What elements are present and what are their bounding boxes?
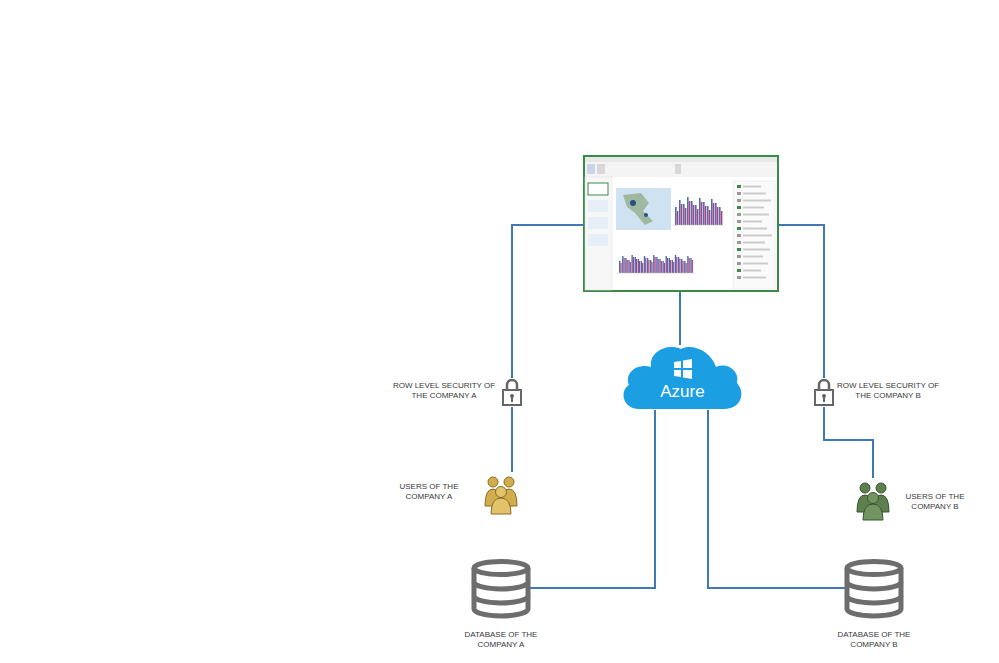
connector-line xyxy=(529,410,655,588)
page-thumb xyxy=(588,217,608,229)
bar-chart xyxy=(673,197,723,225)
diagram-node: Azure xyxy=(619,343,746,413)
connector-line xyxy=(708,410,846,588)
users-icon xyxy=(485,477,517,514)
diagram-node xyxy=(583,155,779,292)
windows-logo xyxy=(674,359,692,379)
node-label: DATABASE OF THE COMPANY A xyxy=(449,630,553,650)
page-pane xyxy=(585,177,612,290)
connector-line xyxy=(779,225,824,378)
fields-pane xyxy=(733,181,775,289)
diagram-node: DATABASE OF THE COMPANY A xyxy=(471,559,531,619)
report-screenshot xyxy=(584,156,778,291)
node-label: USERS OF THE COMPANY B xyxy=(897,492,973,512)
map-land xyxy=(623,193,653,225)
node-label: ROW LEVEL SECURITY OF THE COMPANY B xyxy=(836,381,940,401)
ribbon-icon xyxy=(587,164,595,174)
map-bubble xyxy=(630,200,636,206)
connector-line xyxy=(679,292,681,345)
diagram-node: ROW LEVEL SECURITY OF THE COMPANY B xyxy=(813,378,835,407)
map-bubble xyxy=(644,213,648,217)
node-label: Azure xyxy=(619,381,746,402)
node-label: DATABASE OF THE COMPANY B xyxy=(822,630,926,650)
ribbon xyxy=(585,162,777,177)
ribbon-icon xyxy=(675,164,681,174)
connector-line xyxy=(824,407,873,478)
node-label: ROW LEVEL SECURITY OF THE COMPANY A xyxy=(392,381,496,401)
connector-line xyxy=(512,225,583,378)
window-frame xyxy=(584,156,778,291)
diagram-node: ROW LEVEL SECURITY OF THE COMPANY A xyxy=(501,378,523,407)
title-bar xyxy=(585,157,777,162)
page-thumb xyxy=(588,183,608,195)
lock-icon xyxy=(815,380,833,405)
diagram-node: USERS OF THE COMPANY B xyxy=(855,478,891,520)
users-icon xyxy=(857,483,889,520)
diagram-node: DATABASE OF THE COMPANY B xyxy=(844,559,904,619)
database-icon xyxy=(847,562,901,617)
node-label: USERS OF THE COMPANY A xyxy=(391,482,467,502)
map-visual xyxy=(616,188,671,230)
page-thumb xyxy=(588,200,608,212)
bar-chart xyxy=(617,255,695,273)
diagram-node: USERS OF THE COMPANY A xyxy=(483,472,519,514)
connector-line xyxy=(511,407,513,472)
database-icon xyxy=(474,562,528,617)
ribbon-icon xyxy=(597,164,605,174)
page-thumb xyxy=(588,234,608,246)
lock-icon xyxy=(503,380,521,405)
field-list xyxy=(737,185,772,279)
